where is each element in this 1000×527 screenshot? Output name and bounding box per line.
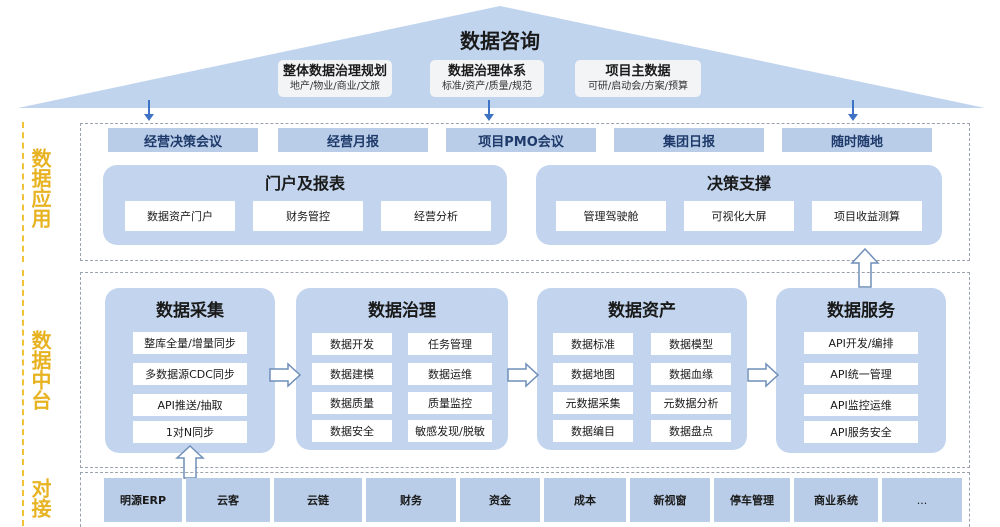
roof-card-title: 整体数据治理规划 — [282, 63, 387, 79]
side-label-docking: 对接 — [28, 478, 52, 522]
down-arrow-icon — [484, 100, 494, 121]
roof-card-sub: 地产/物业/商业/文旅 — [289, 80, 381, 92]
chip: API统一管理 — [804, 363, 918, 385]
chip: 可视化大屏 — [684, 201, 794, 231]
right-arrow-icon — [747, 362, 780, 388]
tab-business-meeting: 经营决策会议 — [108, 128, 258, 152]
chip: 数据盘点 — [651, 420, 731, 442]
roof-card-sub: 可研/启动会/方案/预算 — [587, 80, 689, 92]
collect-panel: 数据采集 整库全量/增量同步 多数据源CDC同步 API推送/抽取 1对N同步 — [105, 288, 275, 453]
chip: 数据地图 — [553, 363, 633, 385]
roof-triangle — [18, 6, 985, 108]
roof-card-system: 数据治理体系 标准/资产/质量/规范 — [430, 60, 544, 97]
roof-card-title: 项目主数据 — [605, 63, 671, 79]
chip: 数据运维 — [408, 363, 492, 385]
chip: 整库全量/增量同步 — [133, 332, 247, 354]
panel-title: 门户及报表 — [264, 174, 345, 193]
chip: 元数据采集 — [553, 392, 633, 414]
chip: 数据标准 — [553, 333, 633, 355]
chip: API开发/编排 — [804, 332, 918, 354]
chip: 数据质量 — [312, 392, 392, 414]
roof-title: 数据咨询 — [460, 28, 540, 53]
chip: API监控运维 — [804, 394, 918, 416]
system-bar: 资金 — [460, 478, 540, 522]
roof-card-sub: 标准/资产/质量/规范 — [441, 80, 533, 92]
side-bracket — [22, 270, 24, 465]
system-bar: 云链 — [274, 478, 362, 522]
chip: 数据模型 — [651, 333, 731, 355]
chip: 元数据分析 — [651, 392, 731, 414]
panel-title: 数据服务 — [827, 300, 895, 321]
system-bar: 财务 — [366, 478, 456, 522]
panel-title: 数据资产 — [608, 300, 676, 321]
system-bar: 停车管理 — [714, 478, 790, 522]
tab-anytime: 随时随地 — [782, 128, 932, 152]
side-label-text: 数据应用 — [28, 148, 52, 228]
down-arrow-icon — [848, 100, 858, 121]
tab-daily-report: 集团日报 — [614, 128, 764, 152]
side-label-text: 数据中台 — [28, 330, 52, 410]
chip: 项目收益测算 — [812, 201, 922, 231]
middle-layer — [80, 272, 970, 468]
system-bar: 明源ERP — [104, 478, 182, 522]
service-panel: 数据服务 API开发/编排 API统一管理 API监控运维 API服务安全 — [776, 288, 946, 453]
chip: 经营分析 — [381, 201, 491, 231]
portal-panel: 门户及报表 数据资产门户 财务管控 经营分析 — [103, 165, 507, 245]
system-bar: ... — [882, 478, 962, 522]
tab-pmo-meeting: 项目PMO会议 — [446, 128, 596, 152]
side-label-middle: 数据中台 — [28, 330, 52, 414]
roof-card-title: 数据治理体系 — [447, 63, 526, 79]
up-arrow-icon — [850, 247, 880, 288]
application-layer — [80, 123, 970, 261]
roof-card-master: 项目主数据 可研/启动会/方案/预算 — [575, 60, 701, 97]
tab-monthly-report: 经营月报 — [278, 128, 428, 152]
right-arrow-icon — [507, 362, 540, 388]
side-label-application: 数据应用 — [28, 148, 52, 232]
chip: 质量监控 — [408, 392, 492, 414]
chip: 管理驾驶舱 — [556, 201, 666, 231]
chip: 数据编目 — [553, 420, 633, 442]
down-arrow-icon — [144, 100, 154, 121]
side-bracket — [22, 122, 24, 262]
chip: 1对N同步 — [133, 421, 247, 443]
side-label-text: 对接 — [28, 478, 52, 518]
chip: 数据开发 — [312, 333, 392, 355]
assets-panel: 数据资产 数据标准 数据模型 数据地图 数据血缘 元数据采集 元数据分析 数据编… — [537, 288, 747, 450]
govern-panel: 数据治理 数据开发 任务管理 数据建模 数据运维 数据质量 质量监控 数据安全 … — [296, 288, 508, 450]
system-bar: 成本 — [544, 478, 626, 522]
system-bar: 新视窗 — [630, 478, 710, 522]
panel-title: 决策支撑 — [706, 174, 771, 193]
chip: API推送/抽取 — [133, 394, 247, 416]
chip: 任务管理 — [408, 333, 492, 355]
chip: 数据资产门户 — [125, 201, 235, 231]
chip: 多数据源CDC同步 — [133, 363, 247, 385]
panel-title: 数据治理 — [368, 300, 436, 321]
chip: 敏感发现/脱敏 — [408, 420, 492, 442]
chip: API服务安全 — [804, 421, 918, 443]
panel-title: 数据采集 — [156, 300, 224, 321]
chip: 数据安全 — [312, 420, 392, 442]
docking-layer — [80, 472, 970, 527]
side-bracket — [22, 470, 24, 526]
decision-panel: 决策支撑 管理驾驶舱 可视化大屏 项目收益测算 — [536, 165, 942, 245]
chip: 数据血缘 — [651, 363, 731, 385]
system-bar: 商业系统 — [794, 478, 878, 522]
chip: 财务管控 — [253, 201, 363, 231]
roof-card-plan: 整体数据治理规划 地产/物业/商业/文旅 — [278, 60, 392, 97]
right-arrow-icon — [269, 362, 302, 388]
chip: 数据建模 — [312, 363, 392, 385]
system-bar: 云客 — [186, 478, 270, 522]
